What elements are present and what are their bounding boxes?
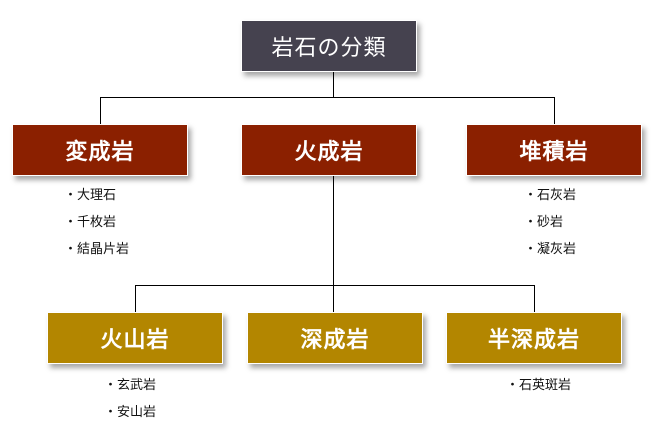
hypabyssal-list: 石英斑岩 <box>512 378 571 405</box>
list-item: 大理石 <box>70 188 129 215</box>
connector-line <box>100 97 101 125</box>
list-item: 凝灰岩 <box>530 242 576 269</box>
connector-line <box>135 285 535 286</box>
list-item: 安山岩 <box>110 405 156 432</box>
volcanic-list: 玄武岩 安山岩 <box>110 378 156 432</box>
connector-line <box>333 72 334 98</box>
list-item: 石英斑岩 <box>512 378 571 405</box>
node-metamorphic: 変成岩 <box>12 124 188 176</box>
node-plutonic: 深成岩 <box>247 312 423 364</box>
node-volcanic: 火山岩 <box>47 312 223 364</box>
list-item: 玄武岩 <box>110 378 156 405</box>
connector-line <box>554 97 555 125</box>
connector-line <box>100 97 555 98</box>
connector-line <box>333 176 334 313</box>
list-item: 砂岩 <box>530 215 576 242</box>
metamorphic-list: 大理石 千枚岩 結晶片岩 <box>70 188 129 269</box>
list-item: 千枚岩 <box>70 215 129 242</box>
node-sedimentary: 堆積岩 <box>466 124 642 176</box>
root-node: 岩石の分類 <box>241 20 417 72</box>
sedimentary-list: 石灰岩 砂岩 凝灰岩 <box>530 188 576 269</box>
node-igneous: 火成岩 <box>241 124 417 176</box>
list-item: 石灰岩 <box>530 188 576 215</box>
connector-line <box>534 285 535 313</box>
connector-line <box>135 285 136 313</box>
list-item: 結晶片岩 <box>70 242 129 269</box>
node-hypabyssal: 半深成岩 <box>446 312 622 364</box>
